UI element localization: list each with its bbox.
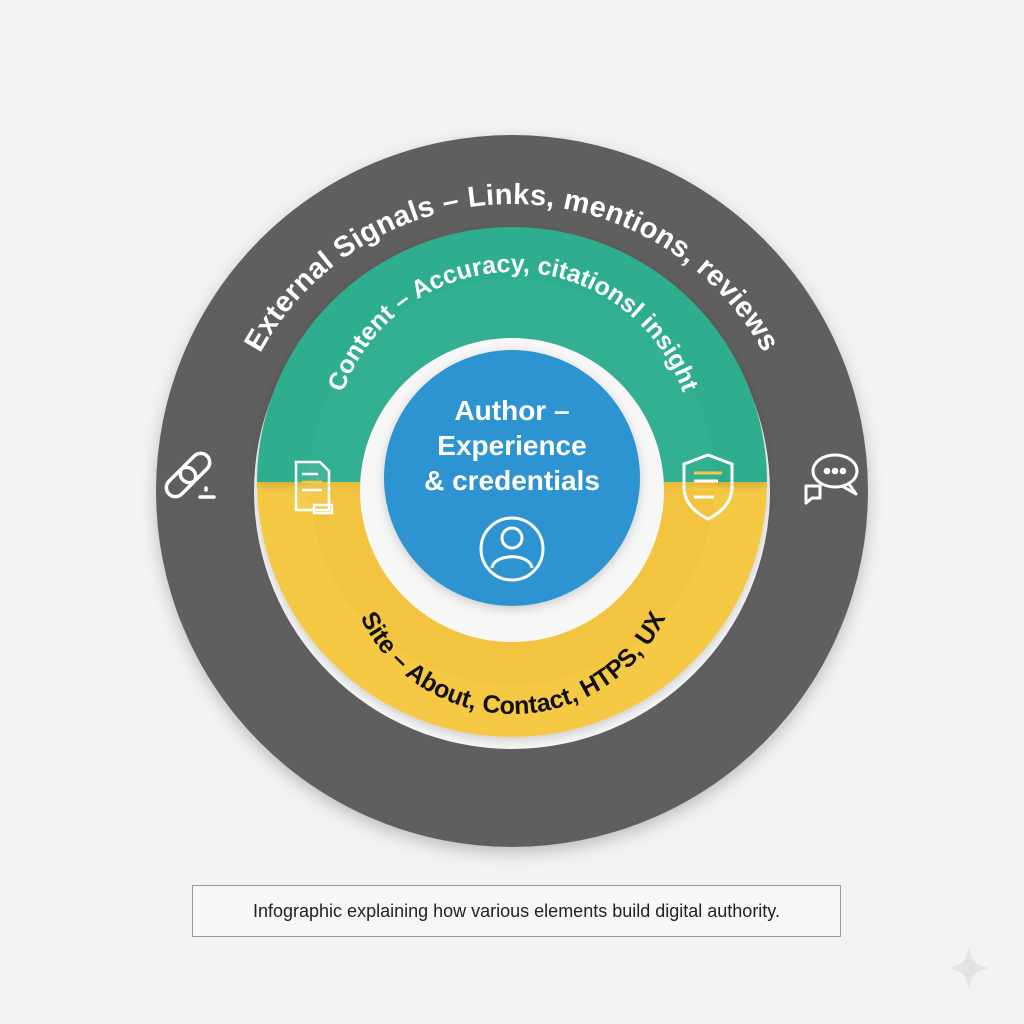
document-icon [294, 460, 334, 515]
sparkle-icon [948, 946, 990, 990]
caption-box: Infographic explaining how various eleme… [192, 885, 841, 937]
shield-icon [682, 453, 734, 521]
center-label-line-1: Author – [454, 395, 569, 426]
user-avatar-icon [479, 516, 545, 582]
center-label-line-2: Experience [437, 430, 586, 461]
center-author: Author – Experience & credentials [384, 350, 640, 606]
center-label-line-3: & credentials [424, 465, 600, 496]
broken-link-icon [164, 451, 216, 499]
chat-bubbles-icon [804, 453, 859, 505]
caption-text: Infographic explaining how various eleme… [253, 900, 780, 921]
